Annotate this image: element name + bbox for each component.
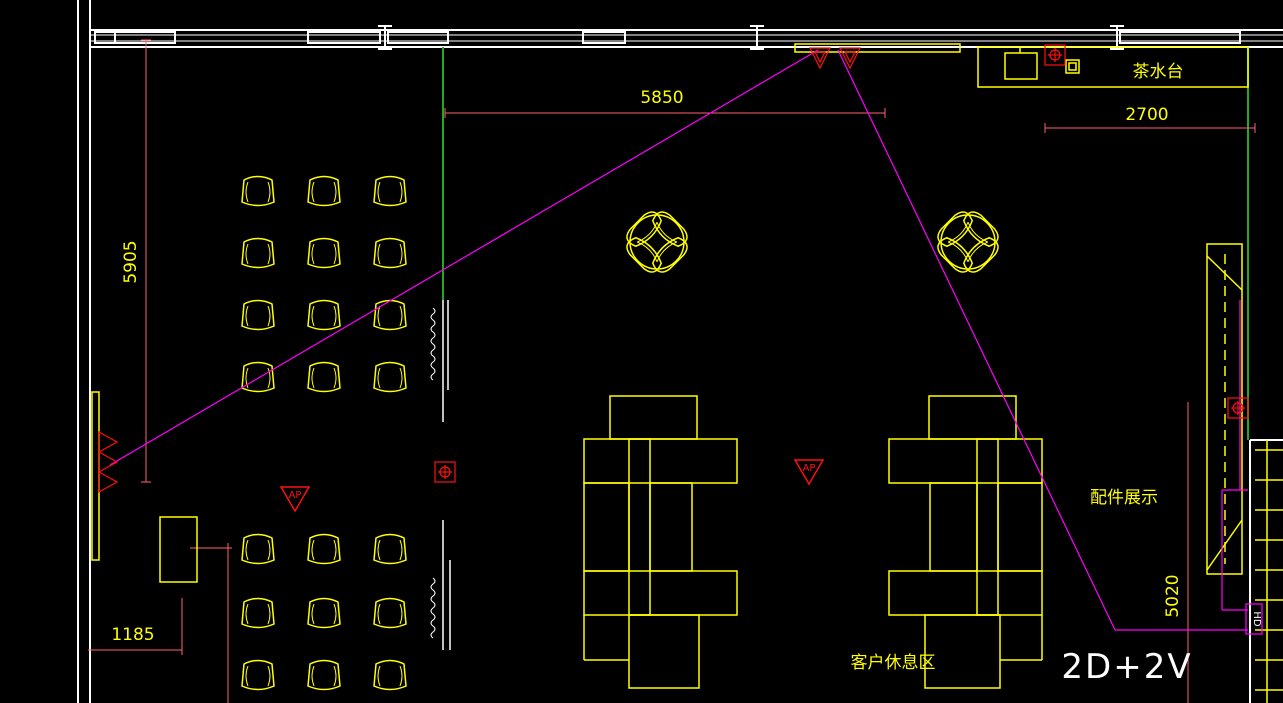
ceiling-wifi-ap-top (809, 47, 861, 70)
hd-tag: HD (1251, 611, 1262, 627)
wireless-ap-center: AP (793, 459, 825, 486)
sofa-set-right (888, 395, 1043, 689)
tea-counter (794, 43, 1249, 88)
customer-lounge-label: 客户休息区 (851, 653, 936, 673)
parts-display-label: 配件展示 (1090, 488, 1158, 508)
dimension-label-5020: 5020 (1163, 574, 1183, 617)
left-wall-panel (91, 391, 100, 561)
parts-display-shelf (1206, 243, 1283, 703)
sofa-set-left (583, 395, 738, 689)
wireless-ap-left: AP (279, 486, 311, 513)
tea-counter-label: 茶水台 (1133, 62, 1184, 82)
dimension-label-5850: 5850 (640, 88, 683, 108)
ap-tag-center: AP (803, 463, 816, 474)
top-window-strip (90, 31, 1283, 44)
ap-tag-left: AP (289, 490, 302, 501)
dimension-label-2700: 2700 (1125, 105, 1168, 125)
door-hinge-springs (430, 307, 436, 639)
dimension-label-5905: 5905 (121, 240, 141, 283)
doors (442, 300, 451, 650)
glass-partitions (442, 47, 1249, 440)
hd-data-point: HD (1245, 603, 1263, 635)
network-cable-runs (109, 49, 1248, 631)
dimension-lines (88, 39, 1256, 703)
power-outlets (434, 44, 1249, 483)
round-table-set-right (933, 207, 1003, 277)
view-count-label: 2D+2V (1061, 647, 1192, 687)
column-markers (378, 25, 1124, 50)
round-table-set-left (622, 207, 692, 277)
audience-seating-lower (241, 533, 407, 691)
dimension-label-1185: 1185 (111, 625, 154, 645)
lectern (159, 516, 198, 583)
audience-seating-upper (241, 175, 407, 393)
wall-wifi-ap-left (98, 430, 119, 494)
